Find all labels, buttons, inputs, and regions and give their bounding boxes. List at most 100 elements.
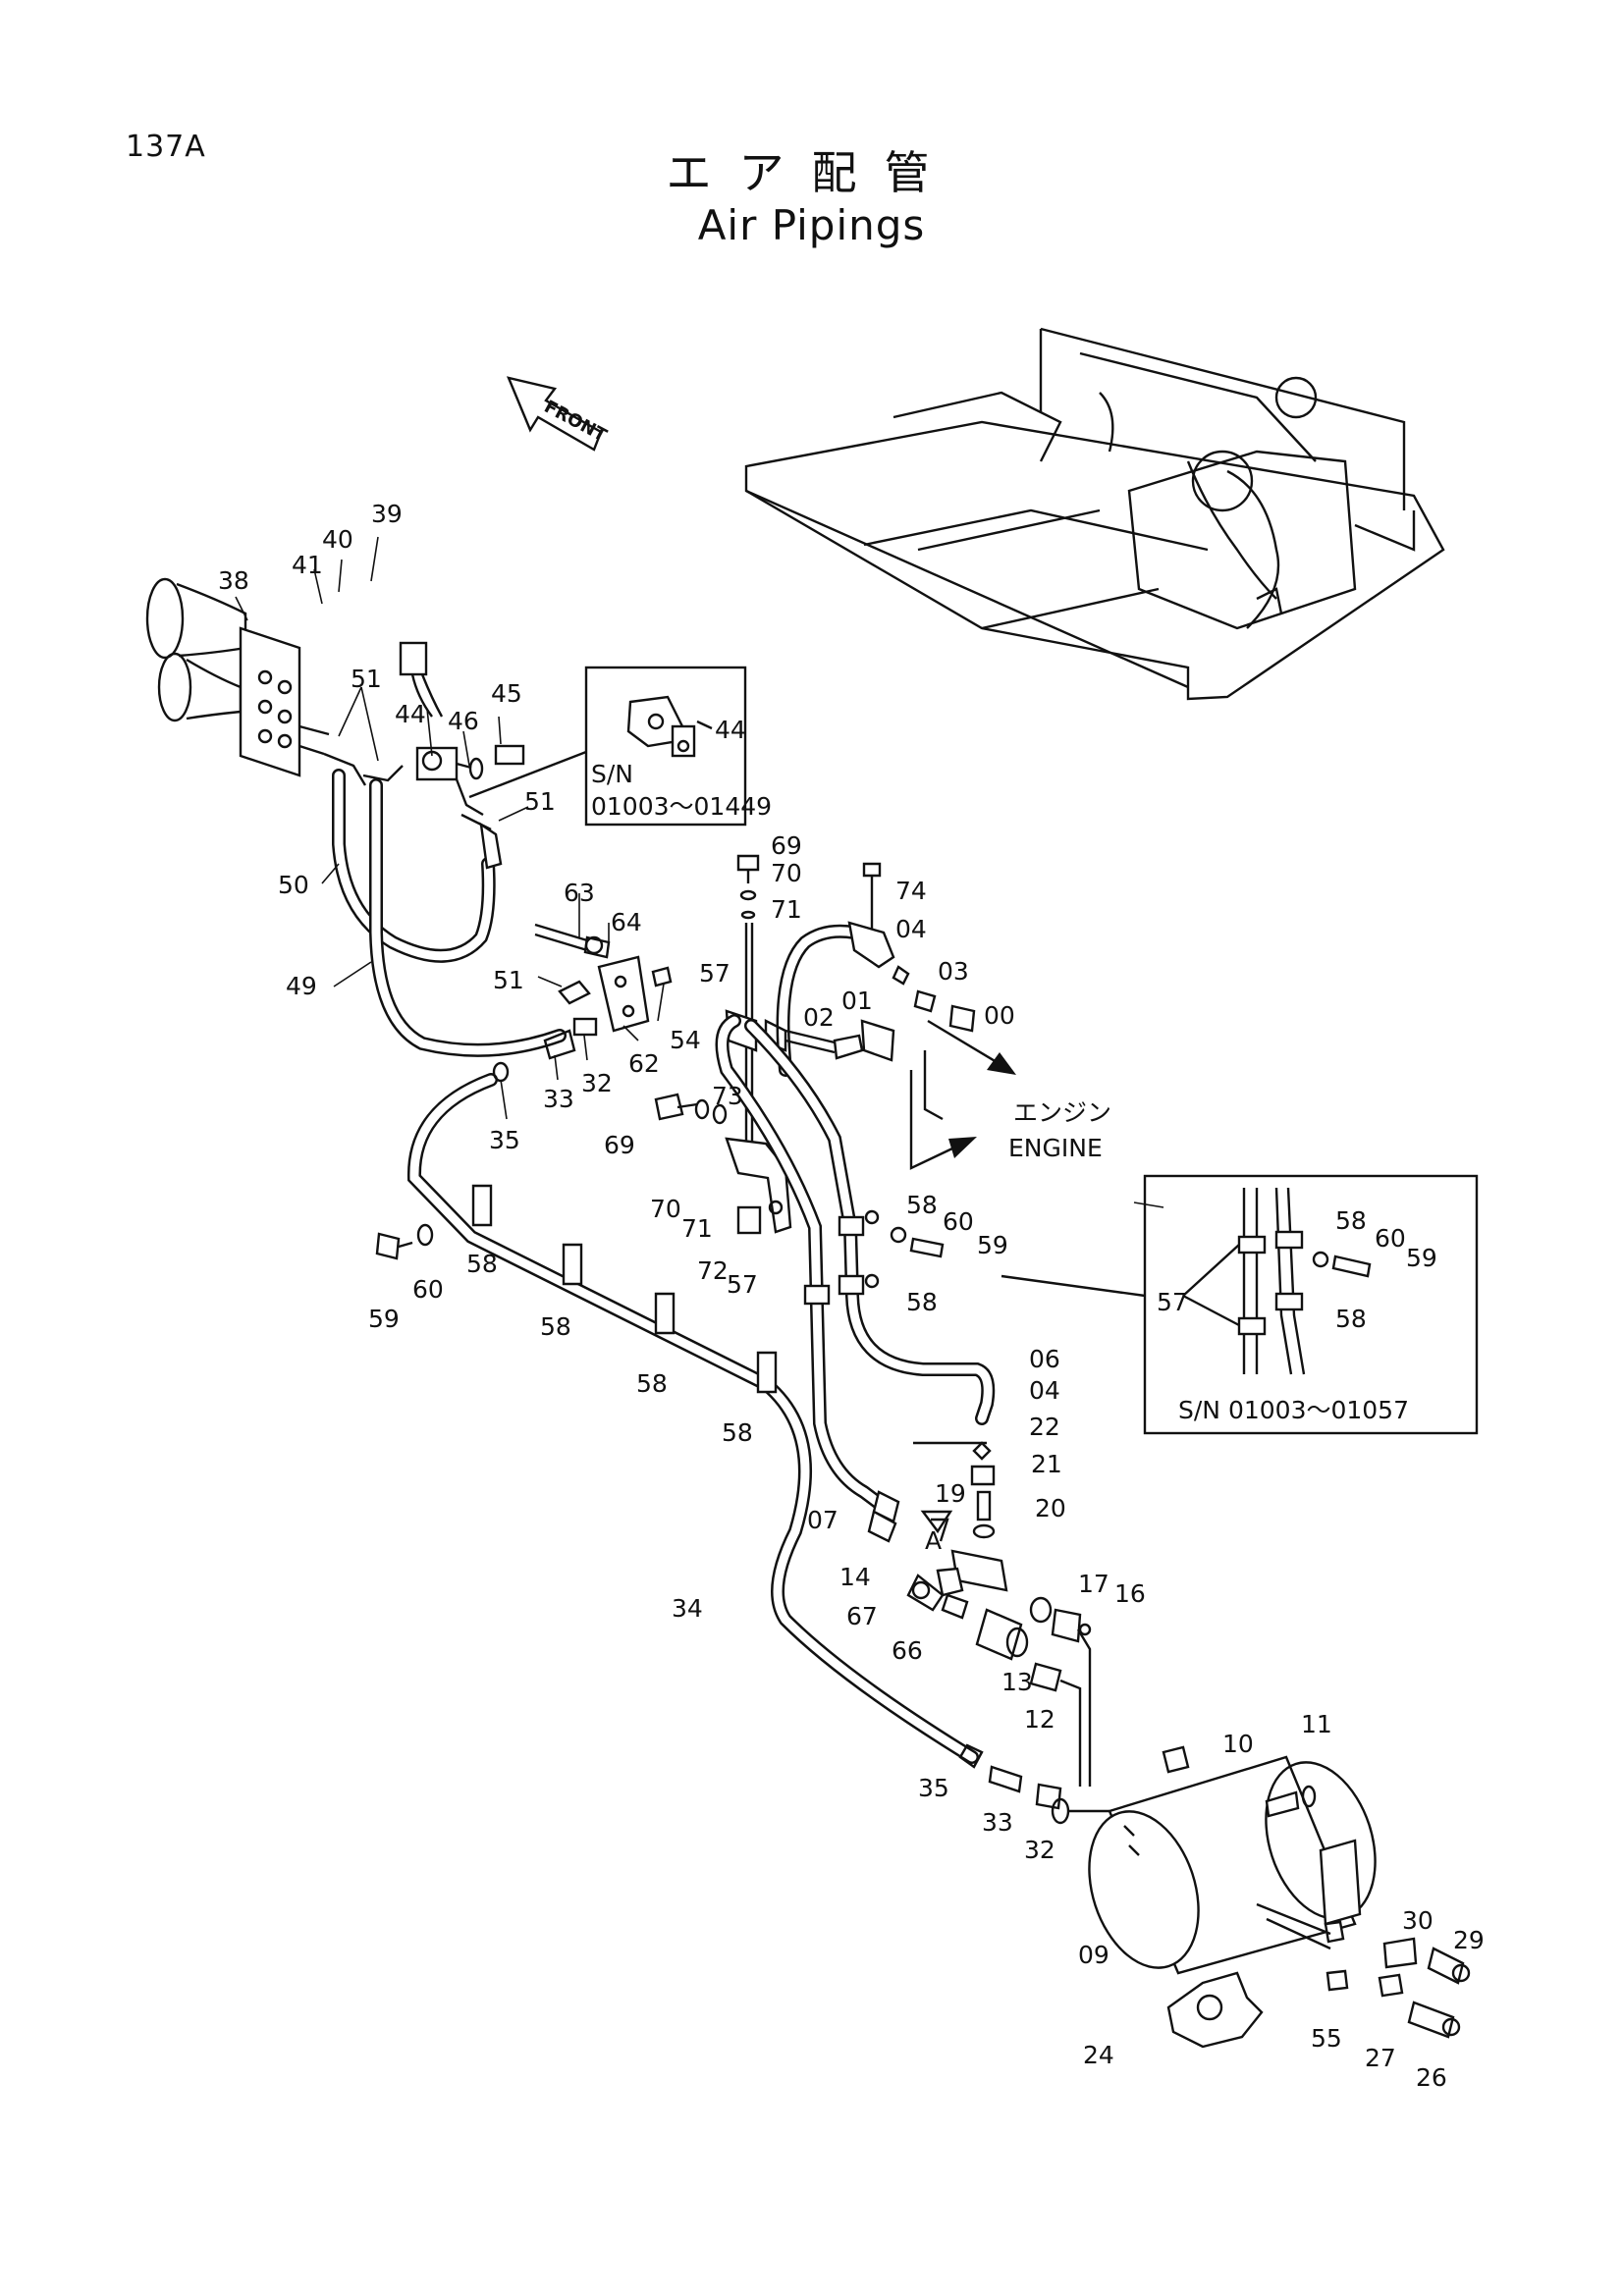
- callout-57a: 57: [699, 959, 730, 988]
- page-number: 137A: [126, 130, 206, 164]
- engine-arrows: エンジン ENGINE A: [909, 1019, 1111, 1555]
- callout-58a: 58: [906, 1191, 938, 1219]
- callout-40: 40: [322, 525, 353, 554]
- callout-34: 34: [672, 1594, 703, 1623]
- inset-clamp: [1001, 1174, 1479, 1435]
- callout-46: 46: [448, 707, 479, 735]
- page-title-japanese: エア配管: [666, 146, 957, 199]
- callout-10: 10: [1222, 1730, 1254, 1758]
- callout-09: 09: [1078, 1941, 1109, 1969]
- callout-22: 22: [1029, 1413, 1060, 1441]
- callout-51b: 51: [524, 787, 556, 816]
- callout-03: 03: [938, 957, 969, 986]
- callout-54: 54: [670, 1026, 701, 1054]
- callout-45: 45: [491, 679, 522, 708]
- callout-11: 11: [1301, 1710, 1332, 1738]
- callout-60a: 60: [943, 1207, 974, 1236]
- inset-44-serial: S/N: [591, 760, 633, 788]
- callout-24: 24: [1083, 2041, 1114, 2069]
- valve-cluster: [867, 1441, 1092, 1787]
- callout-59a: 59: [977, 1231, 1008, 1259]
- callout-59b: 59: [368, 1305, 400, 1333]
- callout-69b: 69: [604, 1131, 635, 1159]
- callout-39: 39: [371, 500, 403, 528]
- callout-13: 13: [1001, 1668, 1033, 1696]
- callout-74: 74: [895, 877, 927, 905]
- callout-51c: 51: [493, 966, 524, 994]
- callout-labels: 39 40 41 38 51 44 46 45 51 50 49 63 64 5…: [218, 500, 1485, 2092]
- callout-leaders: [235, 536, 1164, 1208]
- air-tank-09: [1088, 1745, 1471, 2049]
- callout-02: 02: [803, 1003, 835, 1032]
- inset-clamp-57: 57: [1157, 1288, 1188, 1316]
- callout-32a: 32: [581, 1069, 613, 1097]
- upper-piping-stud: [725, 854, 976, 1144]
- inset-44-part: 44: [715, 716, 746, 744]
- page-title-english: Air Pipings: [697, 201, 926, 249]
- horn-assembly: [145, 577, 330, 777]
- callout-58b: 58: [906, 1288, 938, 1316]
- callout-04a: 04: [895, 915, 927, 943]
- callout-33a: 33: [543, 1085, 574, 1113]
- callout-62: 62: [628, 1049, 660, 1078]
- callout-29: 29: [1453, 1926, 1485, 1954]
- engine-label-japanese: エンジン: [1013, 1098, 1111, 1127]
- callout-67: 67: [846, 1602, 878, 1630]
- inset-clamp-59: 59: [1406, 1244, 1437, 1272]
- inset-clamp-58b: 58: [1335, 1305, 1367, 1333]
- callout-04b: 04: [1029, 1376, 1060, 1405]
- hoses-49-50: [332, 769, 567, 1057]
- callout-58e: 58: [636, 1369, 668, 1398]
- callout-66: 66: [892, 1636, 923, 1665]
- callout-64: 64: [611, 908, 642, 936]
- callout-51a: 51: [351, 665, 382, 693]
- callout-50: 50: [278, 871, 309, 899]
- callout-21: 21: [1031, 1450, 1062, 1478]
- callout-58d: 58: [540, 1312, 571, 1341]
- callout-33b: 33: [982, 1808, 1013, 1837]
- inset-clamp-58a: 58: [1335, 1206, 1367, 1235]
- callout-73: 73: [712, 1082, 743, 1110]
- block-62: [534, 923, 673, 1060]
- callout-00: 00: [984, 1001, 1015, 1030]
- callout-58f: 58: [722, 1418, 753, 1447]
- callout-17: 17: [1078, 1570, 1109, 1598]
- callout-57b: 57: [727, 1270, 758, 1299]
- callout-63: 63: [564, 879, 595, 907]
- inset-clamp-serial: S/N 01003～01057: [1178, 1396, 1409, 1424]
- detail-label-a: A: [925, 1526, 942, 1555]
- callout-35a: 35: [489, 1126, 520, 1154]
- callout-71b: 71: [681, 1214, 713, 1243]
- callout-41: 41: [292, 551, 323, 579]
- callout-69a: 69: [771, 831, 802, 860]
- callout-20: 20: [1035, 1494, 1066, 1522]
- callout-49: 49: [286, 972, 317, 1000]
- bracket-73: [654, 1093, 792, 1235]
- tank-inlet-fittings: [988, 1765, 1109, 1825]
- callout-60b: 60: [412, 1275, 444, 1304]
- callout-38: 38: [218, 566, 249, 595]
- callout-32b: 32: [1024, 1836, 1055, 1864]
- callout-58c: 58: [466, 1250, 498, 1278]
- callout-55: 55: [1311, 2024, 1342, 2053]
- callout-14: 14: [839, 1563, 871, 1591]
- callout-70b: 70: [650, 1195, 681, 1223]
- inset-clamp-60: 60: [1375, 1224, 1406, 1253]
- callout-72: 72: [697, 1256, 729, 1285]
- callout-70a: 70: [771, 859, 802, 887]
- lower-pipe-with-clamps: [375, 1061, 984, 1769]
- callout-27: 27: [1365, 2044, 1396, 2072]
- callout-01: 01: [841, 987, 873, 1015]
- callout-26: 26: [1416, 2063, 1447, 2092]
- callout-71a: 71: [771, 895, 802, 924]
- machine-overview: [744, 327, 1445, 701]
- solenoid-valve-44: [323, 641, 525, 831]
- callout-44: 44: [395, 700, 426, 728]
- inset-44-range: 01003～01449: [591, 792, 772, 821]
- callout-16: 16: [1114, 1579, 1146, 1608]
- callout-35b: 35: [918, 1774, 949, 1802]
- callout-30: 30: [1402, 1906, 1434, 1935]
- center-vertical-pipes: [715, 1014, 996, 1514]
- callout-06: 06: [1029, 1345, 1060, 1373]
